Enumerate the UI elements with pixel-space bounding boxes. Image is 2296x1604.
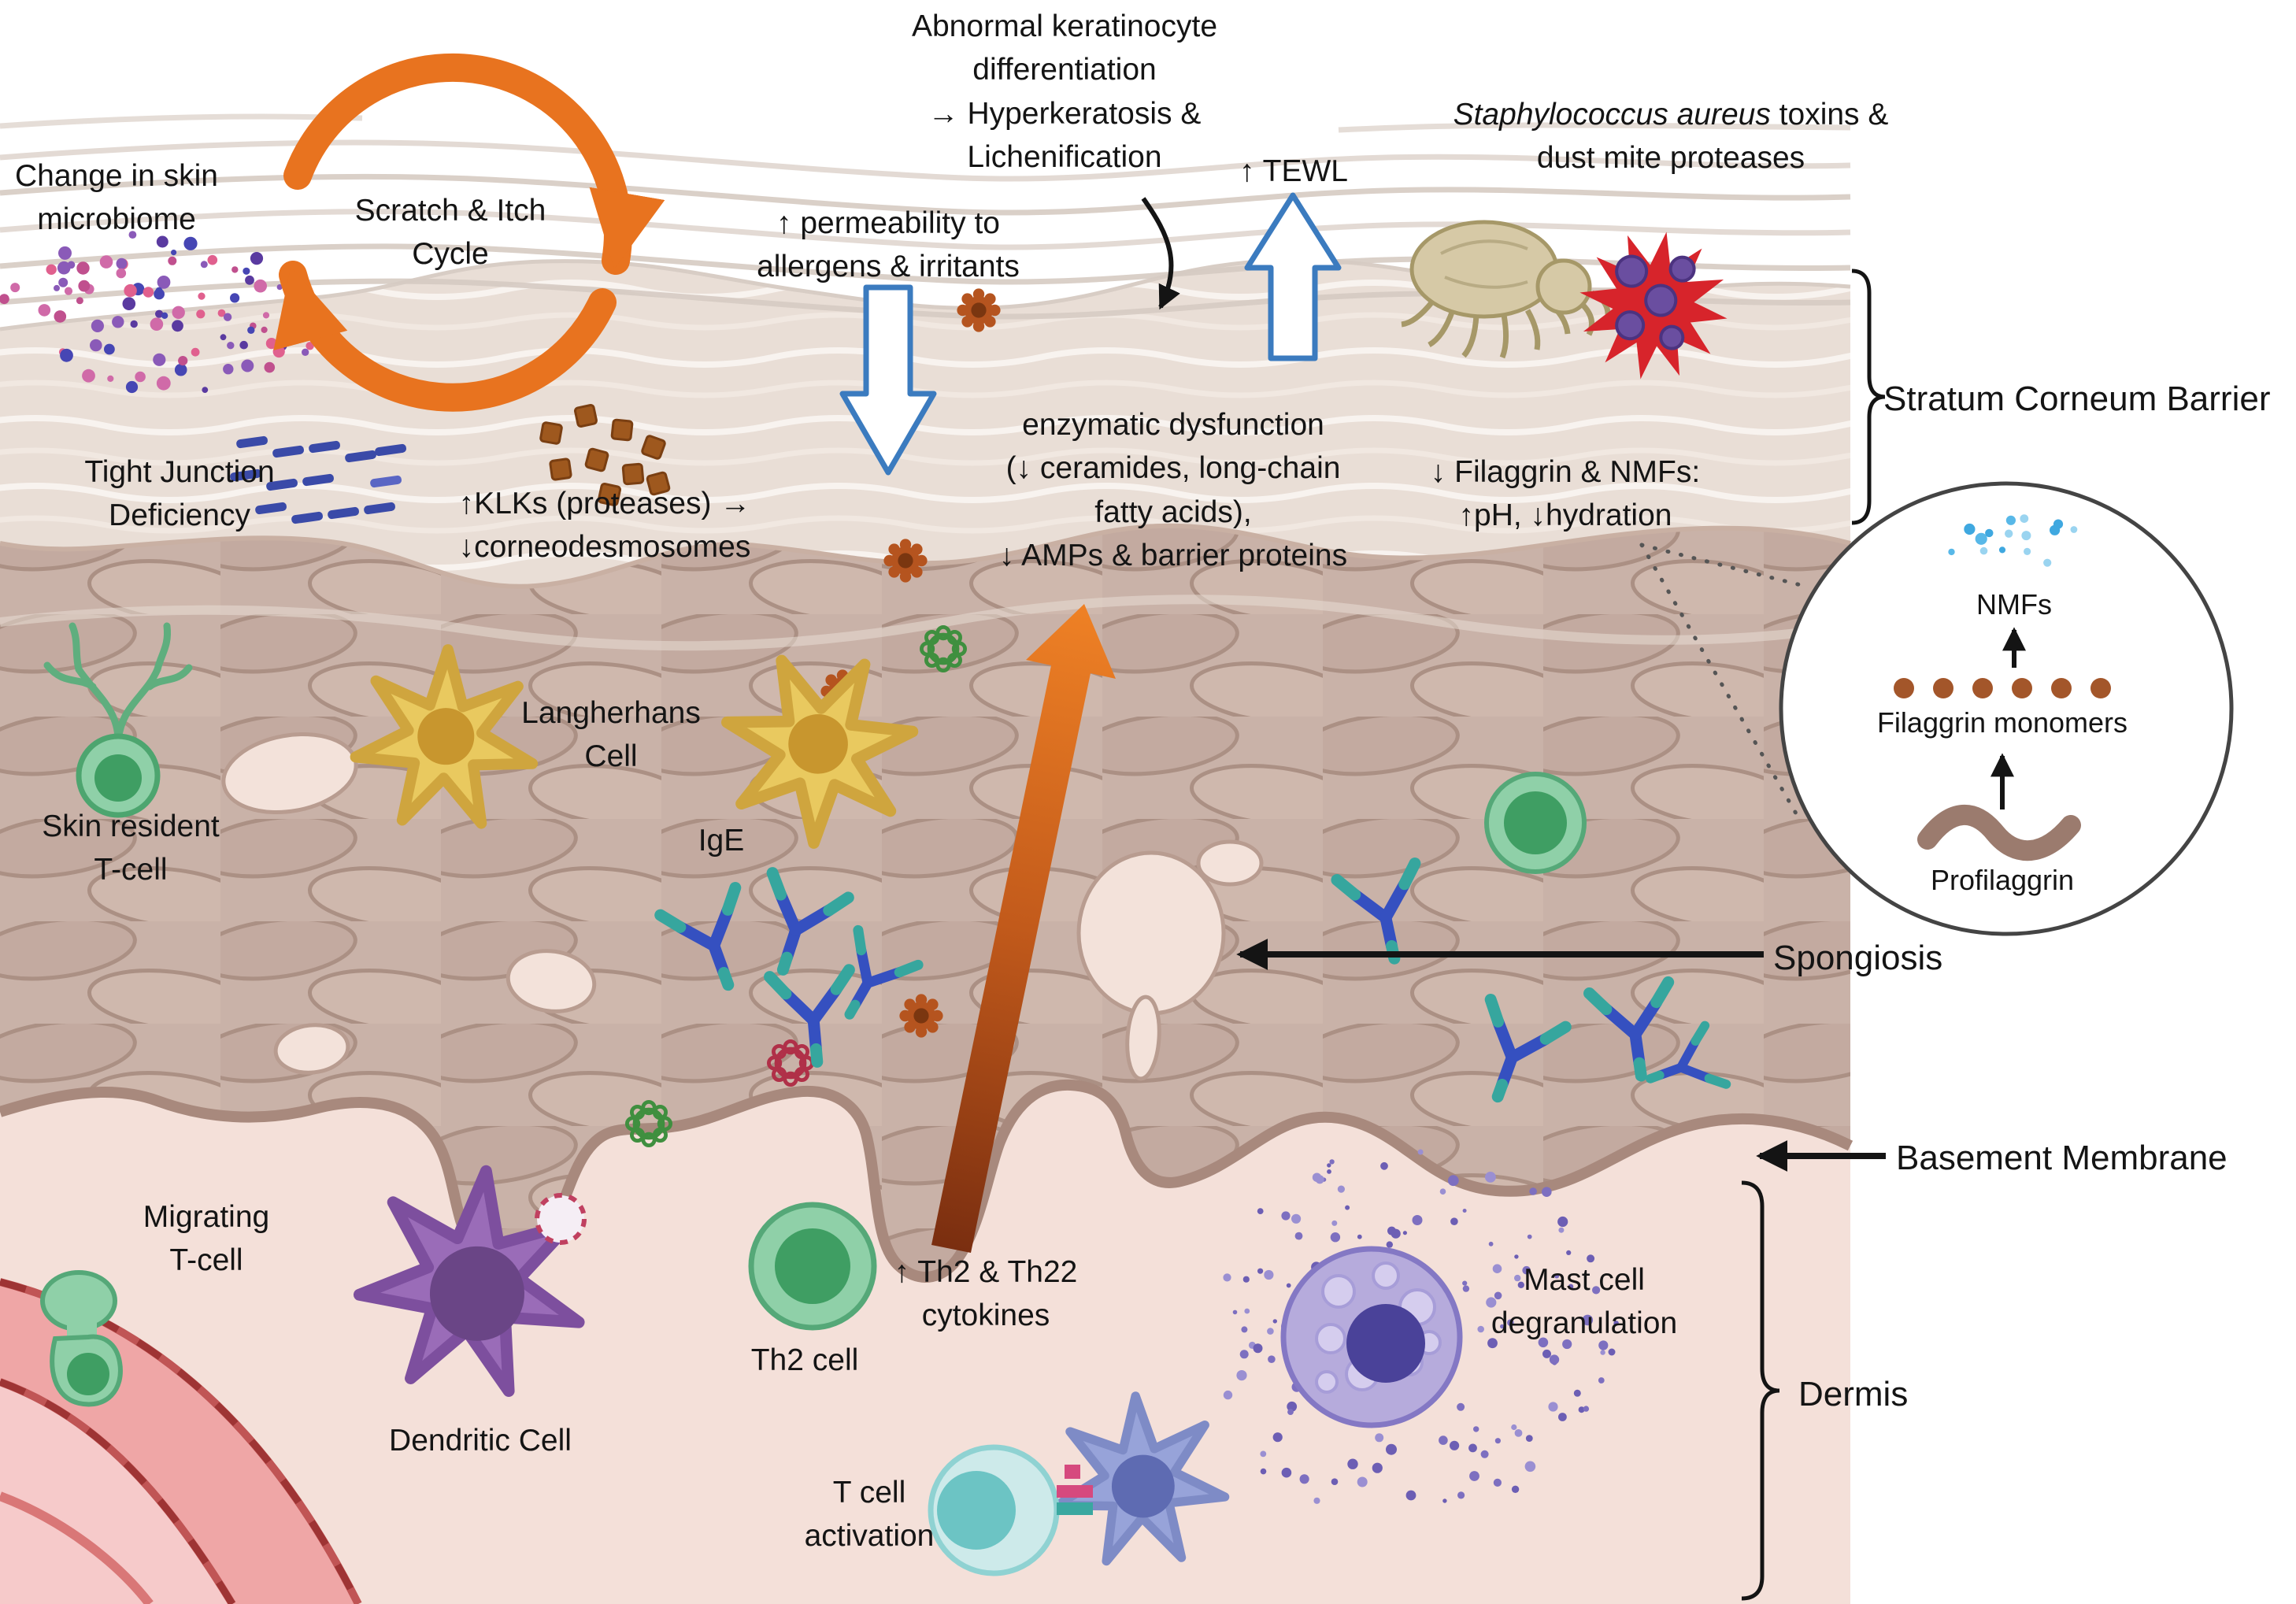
profilaggrin-wave: [1917, 805, 2081, 861]
label-staph-toxins: Staphylococcus aureus toxins & dust mite …: [1454, 93, 1889, 180]
label-mast-cell: Mast cell degranulation: [1491, 1263, 1678, 1341]
label-klks: ↑KLKs (proteases) → ↓corneodesmosomes: [458, 487, 751, 565]
basement-membrane-line: [0, 1079, 1853, 1283]
mhc-receptor-bar: [1057, 1502, 1093, 1515]
label-enzymatic: enzymatic dysfunction (↓ ceramides, long…: [998, 408, 1348, 573]
skin-resident-tcell: [43, 622, 193, 818]
mast-cell: [1280, 1246, 1463, 1428]
filaggrin-inset: [1779, 481, 2234, 936]
filaggrin-monomer-dots: [1894, 678, 2111, 698]
label-basement-membrane: Basement Membrane: [1896, 1139, 2227, 1177]
tight-junction-dashes: [230, 435, 406, 524]
label-staph-line2: dust mite proteases: [1536, 141, 1805, 176]
staph-toxin-burst: [1579, 232, 1728, 380]
keratinocyte-arrow: [1141, 197, 1180, 310]
tcell-activation-pair: [928, 1386, 1239, 1580]
label-staph-italic: Staphylococcus aureus: [1453, 98, 1771, 132]
label-langerhans-cell: Langherhans Cell: [521, 696, 701, 774]
label-change-microbiome: Change in skin microbiome: [15, 159, 218, 237]
label-tewl: ↑ TEWL: [1239, 154, 1348, 188]
scratch-itch-cycle-arrows: [273, 53, 665, 412]
th2-cell: [748, 1202, 877, 1331]
epidermis-tcell: [1484, 772, 1587, 874]
label-tcell-activation: T cell activation: [804, 1476, 935, 1554]
langerhans-cell-left: [343, 634, 556, 849]
dendritic-cell: [339, 1145, 617, 1426]
label-th2-cytokines: ↑ Th2 & Th22 cytokines: [894, 1255, 1078, 1333]
label-filaggrin-nmfs: ↓ Filaggrin & NMFs: ↑pH, ↓hydration: [1430, 455, 1701, 533]
stratum-corneum-bracket: [1851, 269, 1886, 525]
label-skin-resident-tcell: Skin resident T-cell: [42, 809, 220, 887]
granular-highlight: [0, 595, 1851, 651]
spongiosis-blobs: [221, 732, 1264, 1081]
label-staph-rest: toxins &: [1770, 98, 1889, 132]
label-ige: IgE: [698, 824, 745, 858]
label-permeability: ↑ permeability to allergens & irritants: [757, 206, 1020, 284]
label-dermis: Dermis: [1798, 1375, 1909, 1413]
tcr-receptor-bar: [1057, 1485, 1093, 1498]
nmf-dots: [1948, 514, 2078, 567]
label-migrating-tcell: Migrating T-cell: [143, 1200, 270, 1278]
dust-mite: [1401, 220, 1611, 359]
dermis-bracket: [1741, 1180, 1780, 1601]
langerhans-cell-right: [718, 640, 928, 854]
klk-squares: [539, 404, 671, 506]
inset-callout-lines: [1639, 543, 1809, 821]
label-nmfs: NMFs: [1976, 588, 2052, 620]
label-scratch-itch: Scratch & Itch Cycle: [354, 194, 546, 272]
label-tight-junction: Tight Junction Deficiency: [84, 455, 275, 533]
label-th2-cell: Th2 cell: [750, 1343, 859, 1377]
migrating-tcell: [40, 1270, 123, 1407]
label-dendritic-cell: Dendritic Cell: [389, 1424, 572, 1458]
label-abnormal-keratinocyte: Abnormal keratinocyte differentiation → …: [911, 9, 1218, 175]
permeability-down-arrow: [839, 284, 937, 476]
tewl-up-arrow: [1244, 192, 1342, 361]
label-stratum-corneum-barrier: Stratum Corneum Barrier: [1883, 380, 2271, 418]
epidermis-layer: [0, 472, 1850, 1277]
label-profilaggrin: Profilaggrin: [1930, 864, 2075, 896]
label-filaggrin-monomers: Filaggrin monomers: [1876, 706, 2128, 739]
label-spongiosis: Spongiosis: [1773, 939, 1943, 977]
cytokine-arrow: [931, 604, 1116, 1253]
stratum-corneum-layer: [0, 260, 1850, 587]
